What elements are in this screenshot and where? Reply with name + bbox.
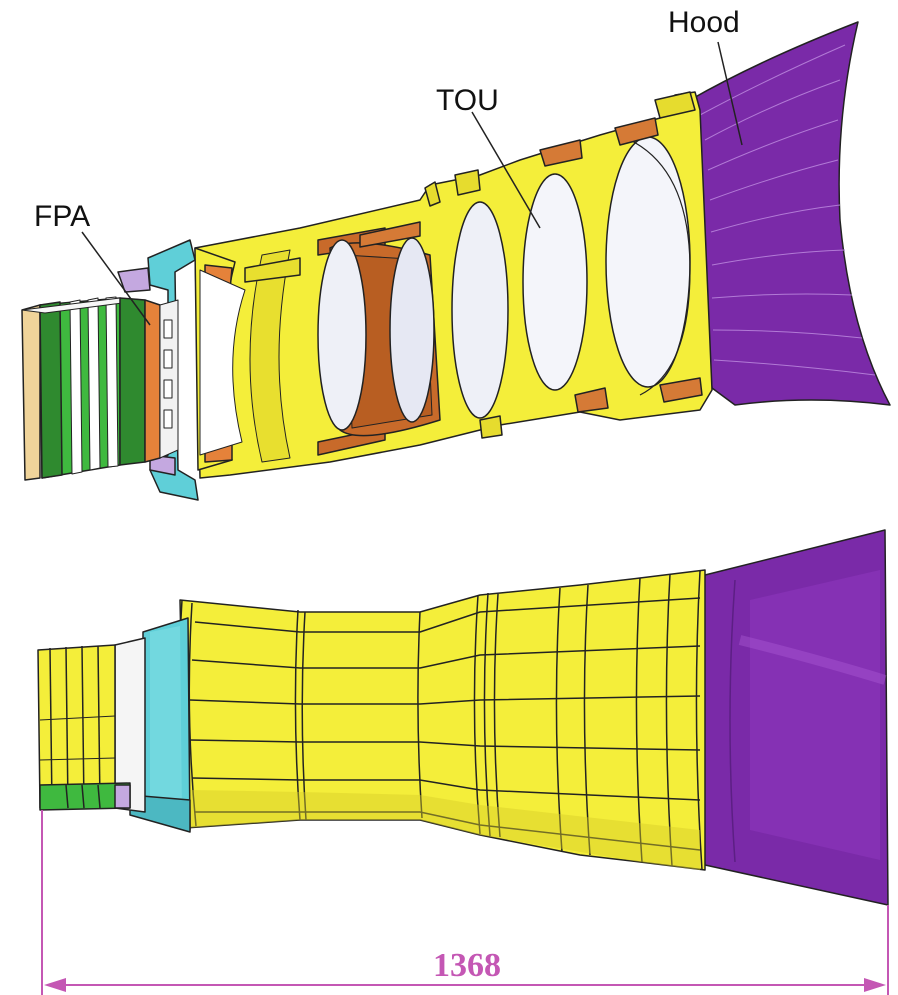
lens-2 [389,237,435,423]
hood-label: Hood [668,6,740,39]
fpa-label: FPA [34,200,90,233]
exterior-view [37,529,889,906]
lens-3 [451,201,509,419]
lens-4 [522,173,588,391]
tou-label: TOU [436,84,499,117]
lens-5 [605,136,691,388]
dimension-value: 1368 [433,947,501,984]
hood-cutaway [689,21,891,406]
leader-lines [81,41,743,326]
tou-leader [471,111,541,229]
overall-dimension [41,810,889,995]
fpa-leader [81,231,151,326]
fpa-stack-exterior [37,644,131,811]
lens-1 [317,239,367,431]
hood-leader [717,41,743,146]
dimension-arrow-left [44,978,66,992]
dimension-arrow-right [864,978,886,992]
fpa-stack-cutaway [21,296,179,481]
cutaway-section-view [21,21,891,501]
